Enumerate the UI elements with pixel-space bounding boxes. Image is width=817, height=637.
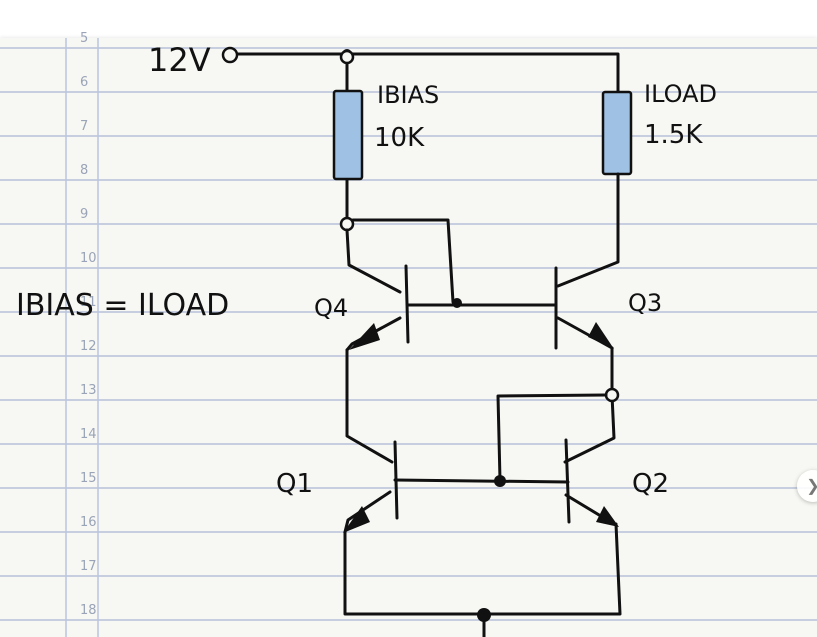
bias-resistor	[332, 89, 364, 181]
q1-label: Q1	[276, 469, 313, 499]
base-junction-dot	[452, 298, 462, 308]
q3-emitter-arrow	[588, 322, 614, 349]
equation-label: IBIAS = ILOAD	[16, 288, 229, 323]
load-resistor-value: 1.5K	[644, 120, 703, 150]
line-number: 17	[80, 559, 97, 574]
q2-label: Q2	[632, 469, 669, 499]
base-junction-dot-lower	[494, 475, 506, 487]
line-number: 12	[80, 339, 97, 354]
line-number: 13	[80, 383, 97, 398]
line-number: 16	[80, 515, 97, 530]
line-number: 5	[80, 31, 88, 46]
chevron-right-icon: ❯	[806, 476, 817, 496]
line-number: 18	[80, 603, 97, 618]
line-number: 8	[80, 163, 88, 178]
q4-collector-node	[339, 216, 355, 232]
line-number: 10	[80, 251, 97, 266]
line-number: 9	[80, 207, 88, 222]
q2-diode-loop	[496, 393, 608, 482]
q4-emitter-arrow	[349, 323, 380, 350]
q2-collector-node	[604, 387, 620, 403]
q2-base-bar	[564, 438, 571, 524]
supply-rail	[236, 52, 620, 94]
bottom-wires	[343, 522, 622, 616]
q3-label: Q3	[628, 289, 662, 317]
line-number: 14	[80, 427, 97, 442]
bias-resistor-name: IBIAS	[377, 81, 439, 109]
line-number: 7	[80, 119, 88, 134]
bias-resistor-value: 10K	[374, 123, 425, 153]
load-resistor	[601, 90, 633, 176]
q4-emitter-wire	[345, 316, 402, 352]
q3-q2-wire	[563, 346, 616, 464]
q4-collector-wire	[345, 228, 402, 294]
q2-emitter-arrow	[596, 506, 619, 527]
next-image-button[interactable]: ❯	[797, 470, 817, 502]
line-number: 6	[80, 75, 88, 90]
q1-emitter-arrow	[343, 506, 370, 533]
line-numbers: 5 6 7 8 9 10 11 12 13 14 15 16 17 18	[80, 31, 97, 618]
line-number: 11	[80, 295, 97, 310]
supply-terminal	[221, 46, 239, 64]
q4-diode-loop	[351, 218, 455, 304]
load-resistor-bottom-wire	[556, 172, 620, 288]
line-number: 15	[80, 471, 97, 486]
q4-q1-wire	[345, 348, 394, 464]
supply-label: 12V	[148, 41, 211, 79]
q1-emitter-wire	[343, 490, 392, 534]
junction-node	[339, 49, 355, 65]
q1-q2-base-line	[393, 478, 570, 484]
ruled-lines	[0, 47, 817, 621]
load-resistor-name: ILOAD	[644, 80, 717, 108]
q4-label: Q4	[314, 294, 348, 322]
